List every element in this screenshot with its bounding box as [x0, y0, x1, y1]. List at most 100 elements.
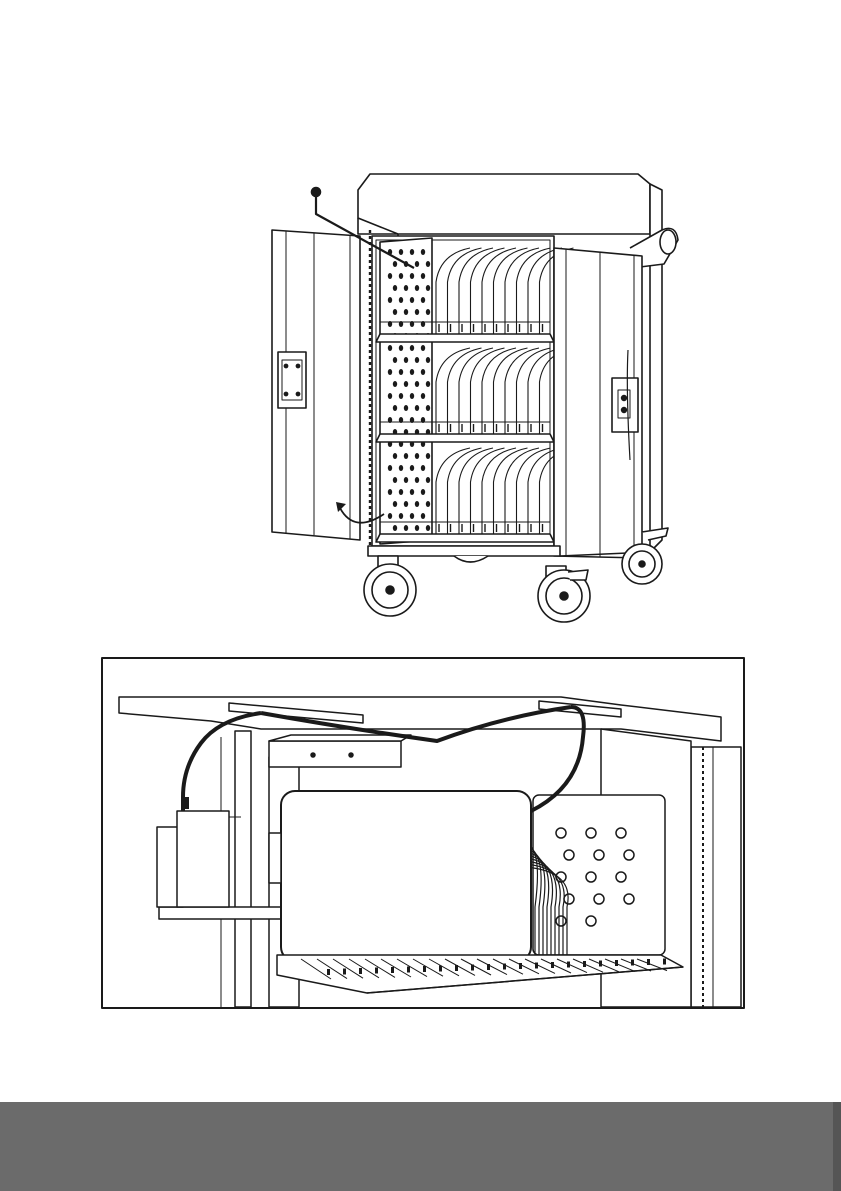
perforation-hole [404, 381, 408, 387]
shelf-floor [376, 534, 554, 542]
perforation-hole [404, 477, 408, 483]
perforation-hole [426, 453, 430, 459]
left-perforated-wall [380, 238, 432, 544]
perforation-hole [410, 489, 414, 495]
perforation-hole [415, 285, 419, 291]
perforation-hole [399, 273, 403, 279]
left-door [272, 230, 360, 540]
perforation-hole [399, 489, 403, 495]
perforation-hole [393, 477, 397, 483]
caster-rear-left [454, 556, 488, 562]
perforation-hole [410, 345, 414, 351]
cart-base [368, 546, 560, 556]
perforation-hole [404, 525, 408, 531]
perforation-hole [388, 297, 392, 303]
perforation-hole [415, 525, 419, 531]
caster-front-right [538, 566, 590, 622]
shelf-floor [376, 334, 554, 342]
perforation-hole [404, 309, 408, 315]
slot-tab [663, 959, 666, 965]
perforation-hole [404, 501, 408, 507]
perforation-hole [421, 273, 425, 279]
charging-cart-illustration [250, 160, 690, 630]
perforation-hole [388, 489, 392, 495]
charging-unit [281, 791, 531, 961]
perforation-hole [421, 345, 425, 351]
perforation-hole [393, 309, 397, 315]
perforation-hole [415, 405, 419, 411]
perforation-hole [426, 261, 430, 267]
slot-tab [423, 966, 426, 972]
perforation-hole [388, 393, 392, 399]
slot-tab [391, 967, 394, 973]
perforation-hole [399, 513, 403, 519]
right-door-lock [612, 378, 638, 432]
perforation-hole [426, 405, 430, 411]
perforation-hole [393, 501, 397, 507]
perforation-hole [388, 513, 392, 519]
perforation-hole [393, 381, 397, 387]
perforation-hole [388, 345, 392, 351]
perforation-hole [415, 477, 419, 483]
perforation-hole [388, 465, 392, 471]
perforation-hole [393, 453, 397, 459]
perforation-hole [410, 369, 414, 375]
perforation-hole [399, 465, 403, 471]
perforation-hole [410, 249, 414, 255]
perforation-hole [426, 285, 430, 291]
perforation-hole [421, 249, 425, 255]
perforation-hole [415, 501, 419, 507]
slot-tab [327, 969, 330, 975]
perforation-hole [404, 405, 408, 411]
perforation-hole [399, 369, 403, 375]
slot-tab [375, 968, 378, 974]
perforation-hole [404, 357, 408, 363]
perforation-hole [410, 465, 414, 471]
perforation-hole [421, 465, 425, 471]
perforation-hole [421, 393, 425, 399]
perforation-hole [399, 249, 403, 255]
perforation-hole [393, 357, 397, 363]
perforation-hole [415, 261, 419, 267]
perforation-hole [426, 381, 430, 387]
power-adapter [177, 811, 229, 907]
perforation-hole [426, 357, 430, 363]
perforation-hole [426, 477, 430, 483]
cabling-detail-illustration [101, 657, 745, 1009]
perforation-hole [421, 489, 425, 495]
perforation-hole [410, 393, 414, 399]
perforation-hole [415, 357, 419, 363]
slot-tab [631, 960, 634, 966]
perforation-hole [421, 297, 425, 303]
perforation-hole [421, 513, 425, 519]
left-shelf [159, 907, 281, 919]
perforation-hole [404, 285, 408, 291]
shelf-floor [376, 434, 554, 442]
perforation-hole [393, 261, 397, 267]
perforation-hole [415, 381, 419, 387]
perforation-hole [393, 285, 397, 291]
upper-bracket [269, 741, 401, 767]
footer-bar [0, 1102, 841, 1191]
right-door [554, 248, 642, 558]
perforation-hole [393, 525, 397, 531]
perforation-hole [388, 273, 392, 279]
perforation-hole [393, 405, 397, 411]
slot-tab [359, 968, 362, 974]
perforation-hole [426, 309, 430, 315]
perforation-hole [404, 453, 408, 459]
perforation-hole [410, 513, 414, 519]
caster-front-left [364, 556, 416, 616]
cart-top [358, 174, 650, 234]
perforation-hole [399, 345, 403, 351]
right-door-edge [691, 747, 741, 1007]
perforation-hole [410, 297, 414, 303]
slot-tab [407, 967, 410, 973]
slot-tab [343, 969, 346, 975]
perforation-hole [410, 273, 414, 279]
perforation-hole [399, 393, 403, 399]
perforation-hole [415, 309, 419, 315]
perforation-hole [421, 369, 425, 375]
perforation-hole [388, 369, 392, 375]
perforation-hole [426, 525, 430, 531]
